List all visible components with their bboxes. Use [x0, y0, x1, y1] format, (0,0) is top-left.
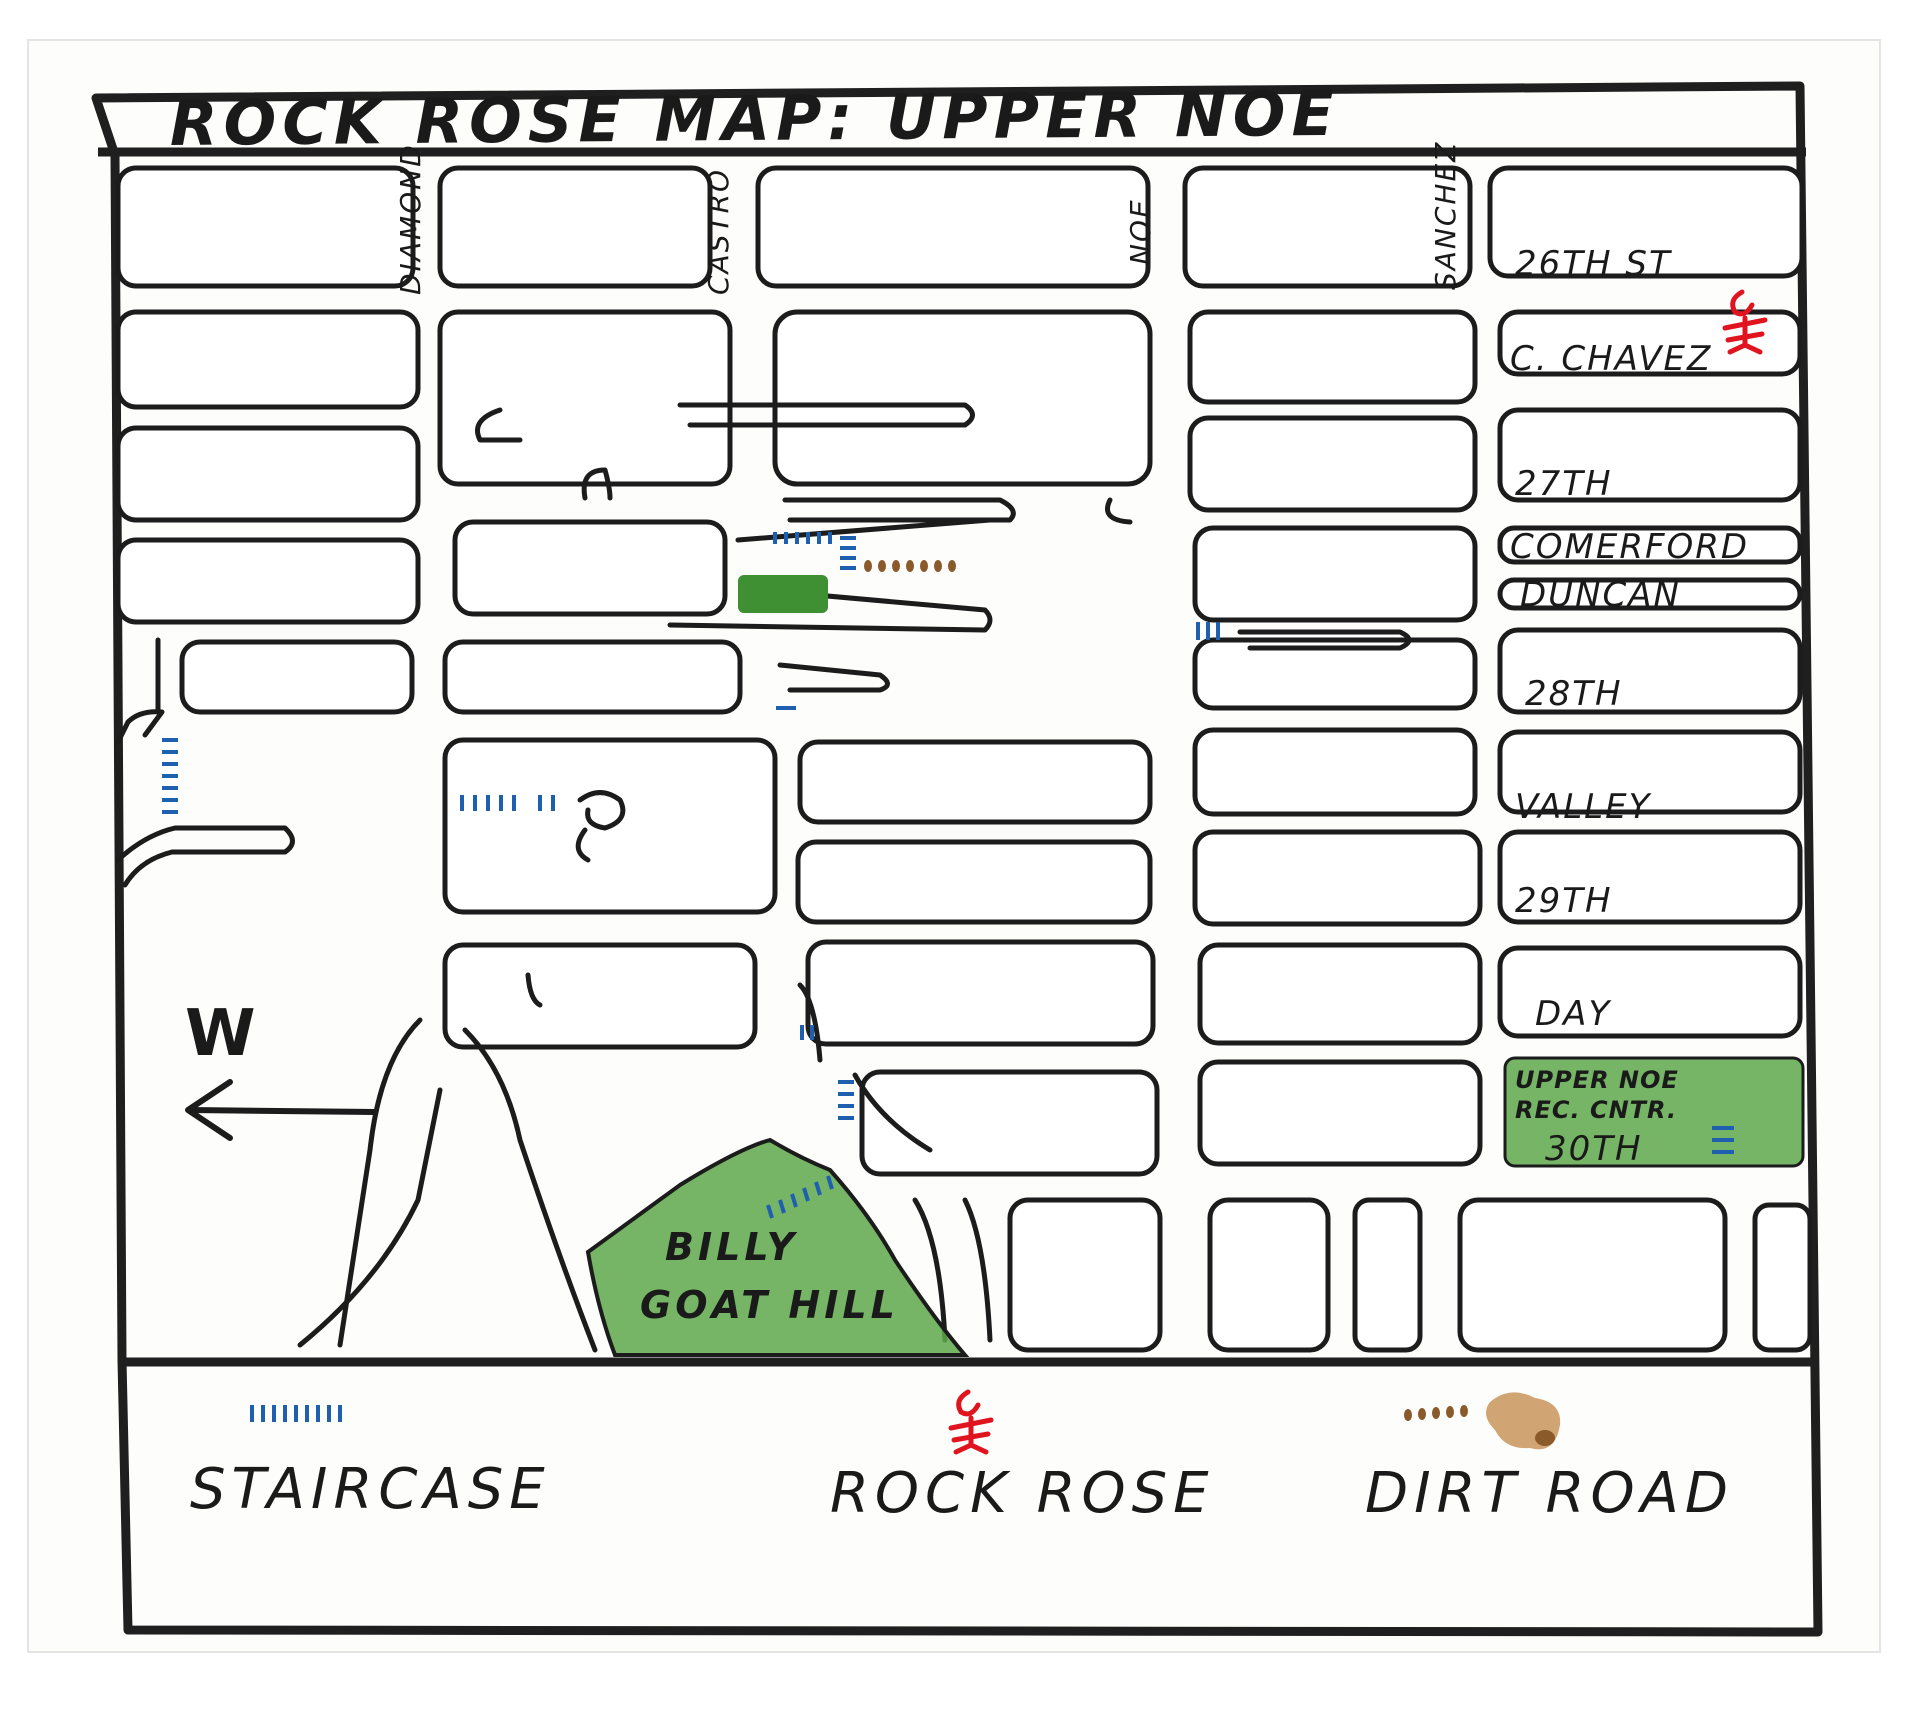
dirt-road-legend-icon	[1404, 1392, 1561, 1450]
street-blocks	[115, 165, 1813, 1353]
staircase-marker	[460, 795, 555, 811]
irregular-streets	[115, 402, 1412, 1353]
dirt-road-marker	[864, 560, 956, 572]
staircase-icon	[250, 1405, 342, 1422]
rock-rose-icon	[1722, 289, 1768, 355]
rock-rose-legend-icon	[948, 1389, 994, 1455]
street-label-26th: 26TH ST	[1515, 244, 1672, 284]
street-label-29th: 29TH	[1515, 881, 1613, 921]
street-label-c-chavez: C. CHAVEZ	[1510, 339, 1712, 379]
staircase-marker	[766, 1175, 834, 1219]
street-label-diamond: DIAMOND	[394, 143, 427, 295]
street-label-sanchez: SANCHEZ	[1429, 141, 1462, 290]
staircase-markers	[162, 532, 1734, 1219]
legend: STAIRCASE ROCK ROSE DIRT ROAD	[190, 1389, 1734, 1526]
legend-rock-rose-label: ROCK ROSE	[830, 1461, 1215, 1526]
legend-dirt-road-label: DIRT ROAD	[1365, 1461, 1734, 1526]
staircase-marker	[838, 1080, 854, 1120]
legend-staircase-label: STAIRCASE	[190, 1457, 551, 1522]
street-label-28th: 28TH	[1525, 674, 1623, 714]
street-label-day: DAY	[1535, 994, 1611, 1034]
west-arrow-icon	[185, 1079, 378, 1141]
staircase-marker	[1712, 1126, 1734, 1154]
street-label-comerford: COMERFORD	[1510, 527, 1749, 567]
rec-center-label-line1: UPPER NOE	[1515, 1066, 1679, 1094]
small-park	[738, 575, 828, 613]
street-label-castro: CASTRO	[702, 168, 735, 295]
street-label-30th: 30TH	[1545, 1129, 1643, 1169]
billy-goat-hill-park	[585, 1137, 970, 1357]
staircase-marker	[773, 532, 832, 544]
rec-center-label-line2: REC. CNTR.	[1515, 1096, 1677, 1124]
street-label-valley: VALLEY	[1515, 787, 1652, 827]
map-title: ROCK ROSE MAP: UPPER NOE	[169, 77, 1340, 160]
street-label-27th: 27TH	[1515, 464, 1613, 504]
park-label-goat-hill: GOAT HILL	[640, 1283, 899, 1327]
compass-label: W	[185, 997, 256, 1071]
staircase-marker	[1196, 622, 1220, 640]
street-label-duncan: DUNCAN	[1520, 575, 1681, 615]
staircase-marker	[840, 536, 856, 570]
staircase-marker	[162, 738, 178, 814]
park-label-billy: BILLY	[665, 1225, 798, 1269]
street-label-noe: NOE	[1124, 198, 1157, 265]
staircase-marker	[800, 1025, 814, 1040]
